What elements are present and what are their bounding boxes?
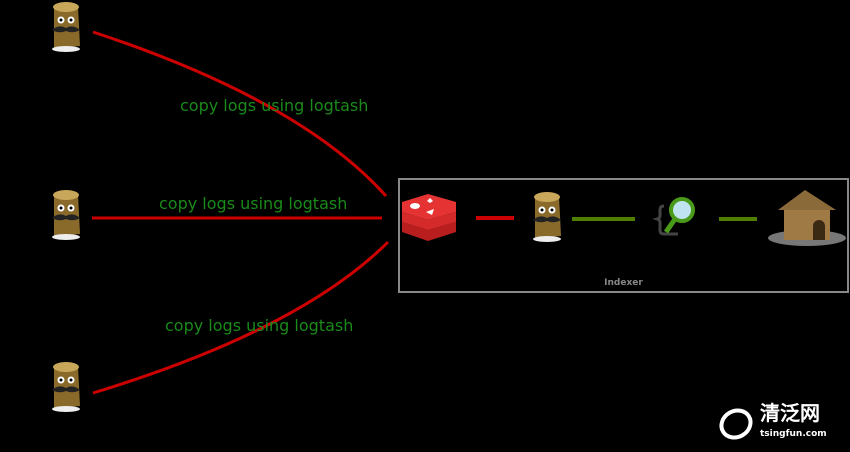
edge-line-3 [92,240,390,395]
edge-label-3: copy logs using logtash [165,316,354,335]
indexer-label: Indexer [604,278,643,288]
watermark-url: tsingfun.com [760,429,827,439]
elasticsearch-icon [652,197,695,236]
watermark-cn: 清泛网 [760,401,820,425]
logstash-shipper-icon-3 [52,362,80,412]
watermark: 清泛网 tsingfun.com [716,401,850,449]
edge-label-1: copy logs using logtash [180,96,369,115]
indexer-group: Indexer [398,178,849,293]
watermark-logo-icon [719,408,753,440]
edge-line-1 [92,30,388,198]
kibana-hut-icon [768,190,846,246]
logstash-shipper-icon-1 [52,2,80,52]
redis-icon [402,194,456,241]
logstash-shipper-icon-2 [52,190,80,240]
edge-label-2: copy logs using logtash [159,194,348,213]
